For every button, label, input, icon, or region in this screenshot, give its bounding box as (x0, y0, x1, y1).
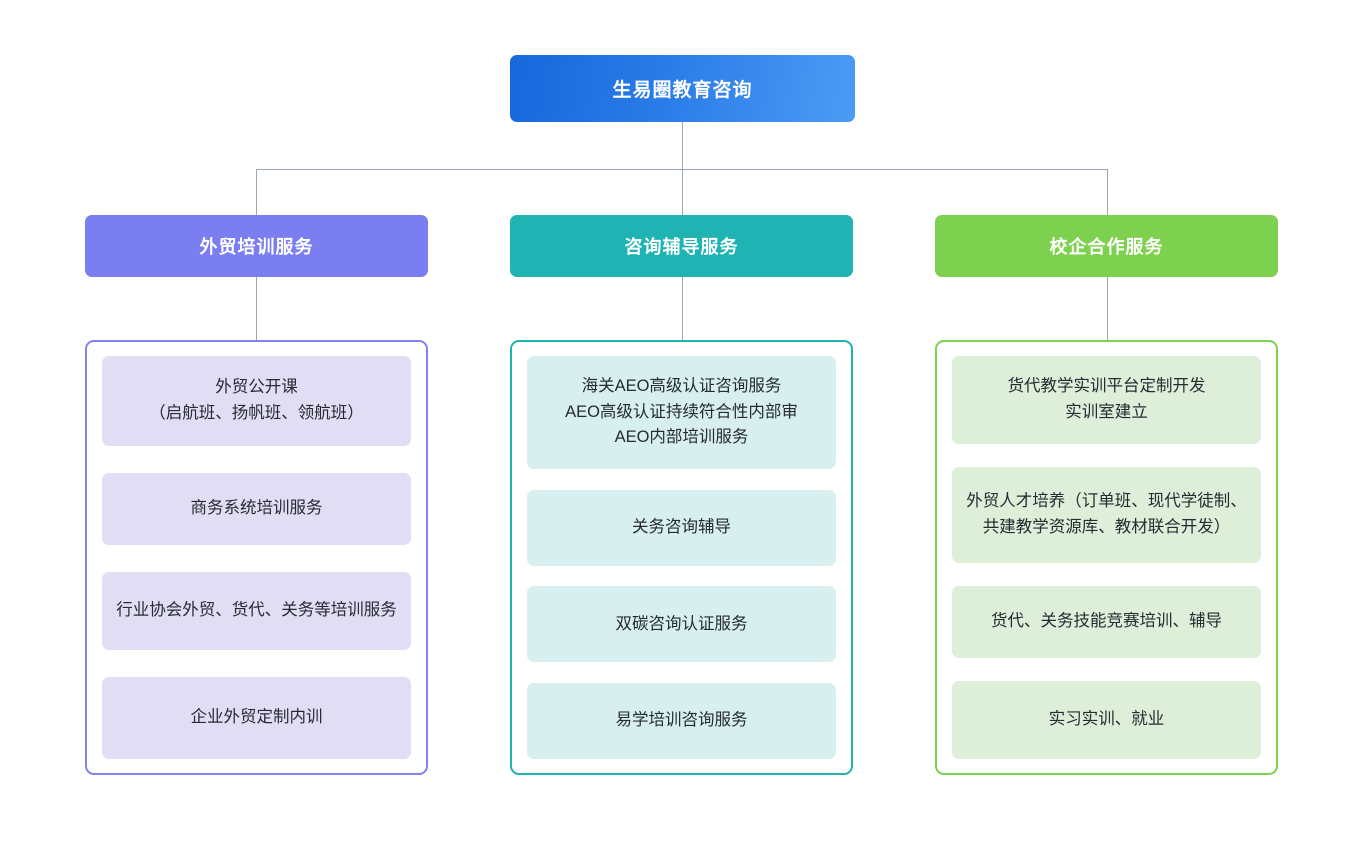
leaf-item[interactable]: 海关AEO高级认证咨询服务 AEO高级认证持续符合性内部审 AEO内部培训服务 (527, 356, 836, 469)
leaf-item[interactable]: 企业外贸定制内训 (102, 677, 411, 759)
branch-column-外贸培训服务: 外贸培训服务 外贸公开课 （启航班、扬帆班、领航班） 商务系统培训服务 行业协会… (85, 215, 428, 775)
leaf-item[interactable]: 易学培训咨询服务 (527, 682, 836, 759)
category-panel-外贸培训服务: 外贸公开课 （启航班、扬帆班、领航班） 商务系统培训服务 行业协会外贸、货代、关… (85, 340, 428, 775)
connector-header-to-panel-column-1 (682, 277, 683, 340)
connector-header-to-panel-column-0 (256, 277, 257, 340)
leaf-item[interactable]: 外贸公开课 （启航班、扬帆班、领航班） (102, 356, 411, 446)
leaf-item[interactable]: 货代、关务技能竞赛培训、辅导 (952, 586, 1261, 658)
category-header-label: 咨询辅导服务 (624, 237, 739, 257)
category-panel-咨询辅导服务: 海关AEO高级认证咨询服务 AEO高级认证持续符合性内部审 AEO内部培训服务 … (510, 340, 853, 775)
leaf-item[interactable]: 双碳咨询认证服务 (527, 586, 836, 663)
category-header-咨询辅导服务[interactable]: 咨询辅导服务 (510, 215, 853, 277)
connector-drop-column-2 (1107, 169, 1108, 215)
root-node-label: 生易圈教育咨询 (612, 80, 753, 101)
leaf-item[interactable]: 货代教学实训平台定制开发 实训室建立 (952, 356, 1261, 444)
connector-drop-column-1 (682, 169, 683, 215)
leaf-item[interactable]: 外贸人才培养（订单班、现代学徒制、共建教学资源库、教材联合开发） (952, 467, 1261, 563)
category-header-label: 外贸培训服务 (199, 237, 314, 257)
leaf-item[interactable]: 行业协会外贸、货代、关务等培训服务 (102, 572, 411, 650)
connector-drop-column-0 (256, 169, 257, 215)
category-header-校企合作服务[interactable]: 校企合作服务 (935, 215, 1278, 277)
connector-root-stem (682, 122, 683, 169)
category-header-label: 校企合作服务 (1049, 237, 1164, 257)
leaf-item[interactable]: 实习实训、就业 (952, 681, 1261, 759)
branch-column-校企合作服务: 校企合作服务 货代教学实训平台定制开发 实训室建立 外贸人才培养（订单班、现代学… (935, 215, 1278, 775)
leaf-item[interactable]: 关务咨询辅导 (527, 489, 836, 566)
leaf-item[interactable]: 商务系统培训服务 (102, 473, 411, 545)
branch-column-咨询辅导服务: 咨询辅导服务 海关AEO高级认证咨询服务 AEO高级认证持续符合性内部审 AEO… (510, 215, 853, 775)
category-header-外贸培训服务[interactable]: 外贸培训服务 (85, 215, 428, 277)
connector-header-to-panel-column-2 (1107, 277, 1108, 340)
category-panel-校企合作服务: 货代教学实训平台定制开发 实训室建立 外贸人才培养（订单班、现代学徒制、共建教学… (935, 340, 1278, 775)
root-node-生易圈教育咨询[interactable]: 生易圈教育咨询 (510, 55, 855, 122)
